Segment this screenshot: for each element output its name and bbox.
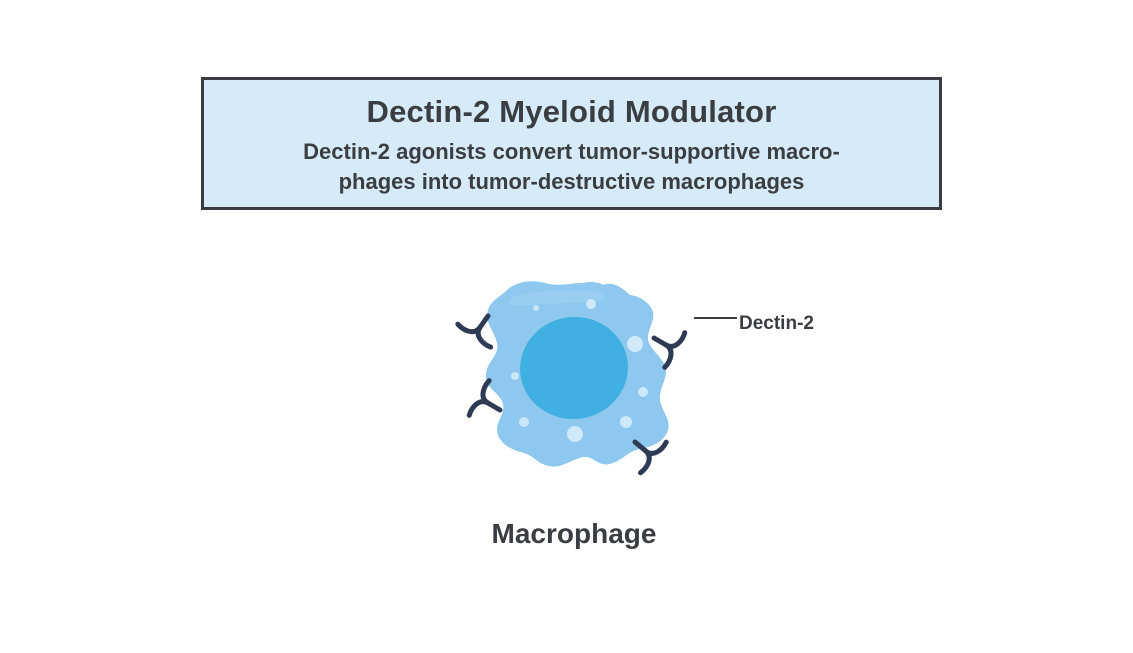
receptor-label: Dectin-2: [739, 313, 814, 334]
macrophage-icon: [486, 281, 669, 466]
title-box: Dectin-2 Myeloid Modulator Dectin-2 agon…: [201, 77, 942, 210]
page-subtitle: Dectin-2 agonists convert tumor-supporti…: [242, 137, 902, 197]
cell-label: Macrophage: [474, 516, 674, 552]
page-title: Dectin-2 Myeloid Modulator: [204, 80, 939, 131]
